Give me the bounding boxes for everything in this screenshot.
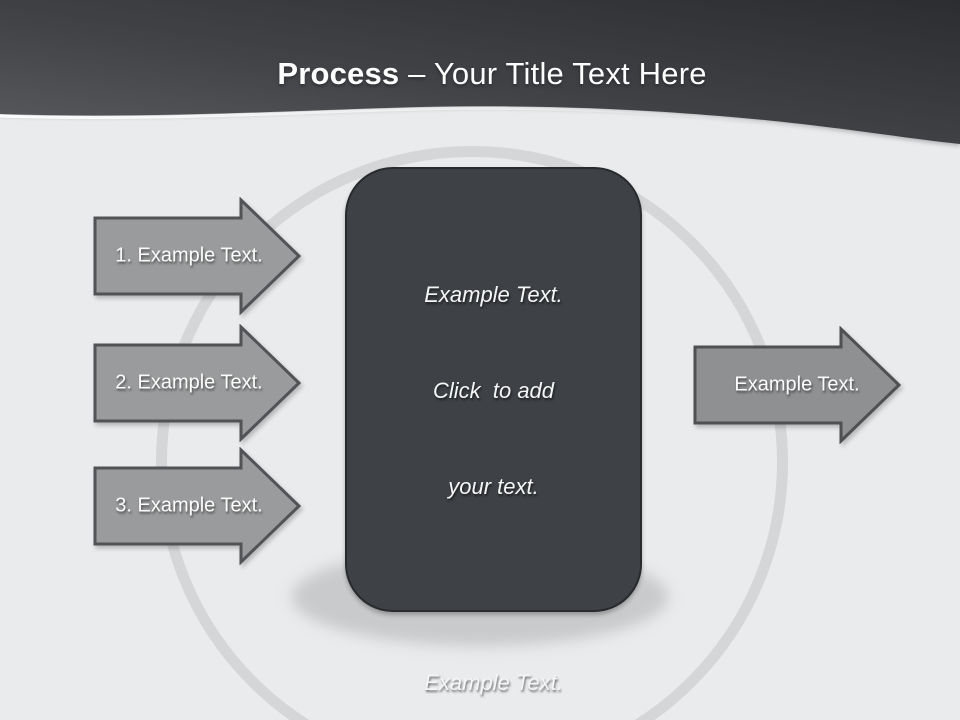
process-step-arrow-2[interactable]: 2. Example Text. — [93, 324, 303, 442]
text-line: Example Text. — [424, 670, 563, 695]
text-line: your text. — [448, 474, 539, 499]
title-keyword: Process — [277, 56, 400, 91]
arrow-right-shape — [693, 326, 902, 444]
process-step-arrow-1[interactable]: 1. Example Text. — [93, 197, 303, 315]
page-title[interactable]: Process – Your Title Text Here — [0, 56, 960, 92]
arrow-label: Example Text. — [734, 373, 860, 396]
slide-header: Process – Your Title Text Here — [0, 0, 960, 160]
title-rest: – Your Title Text Here — [399, 56, 707, 91]
process-step-arrow-3[interactable]: 3. Example Text. — [93, 447, 303, 565]
arrow-right-shape — [93, 447, 302, 565]
placeholder-text-block-2[interactable]: Example Text. Click to add your text. — [361, 603, 626, 720]
arrow-right-shape — [93, 324, 302, 442]
arrow-label: 3. Example Text. — [115, 494, 263, 517]
placeholder-text-block-1[interactable]: Example Text. Click to add your text. — [361, 215, 626, 567]
text-line: Click to add — [432, 378, 555, 403]
background-circle — [156, 146, 788, 720]
arrow-label: 2. Example Text. — [115, 371, 263, 394]
center-text-box[interactable]: Example Text. Click to add your text. Ex… — [345, 167, 642, 695]
text-line: Example Text. — [424, 282, 563, 307]
header-wave-shape — [0, 0, 960, 148]
process-output-arrow[interactable]: Example Text. — [693, 326, 903, 444]
arrow-label: 1. Example Text. — [115, 244, 263, 267]
arrow-right-shape — [93, 197, 302, 315]
